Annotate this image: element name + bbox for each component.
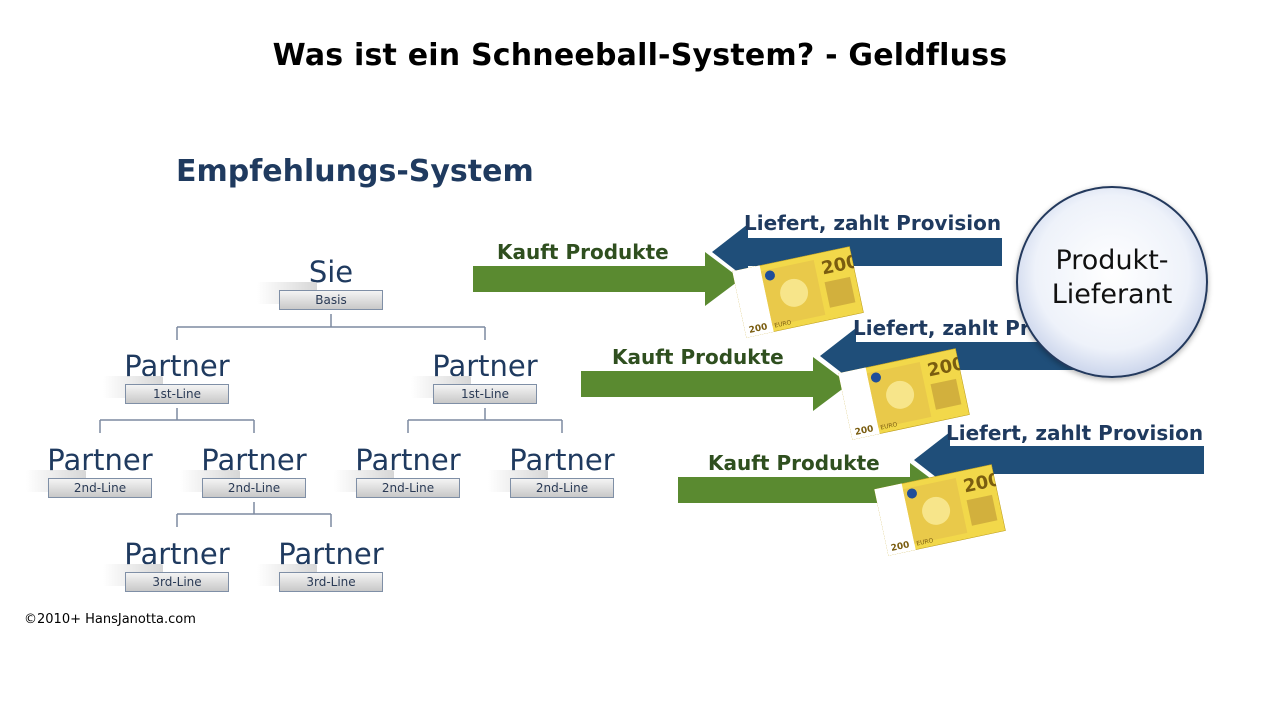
banknote-icon: 200 200 EURO [873,463,1007,557]
pay-label: Liefert, zahlt Provision [744,211,1002,235]
tree-node-3rd-line: Partner 3rd-Line [77,538,277,592]
node-tag: 2nd-Line [334,470,460,498]
tree-node-3rd-line: Partner 3rd-Line [231,538,431,592]
tree-node-2nd-line: Partner 2nd-Line [154,444,354,498]
tree-node-root: Sie Basis [231,256,431,310]
buy-label: Kauft Produkte [612,345,784,369]
buy-label: Kauft Produkte [708,451,880,475]
buy-label: Kauft Produkte [497,240,669,264]
banknote-icon: 200 200 EURO [837,347,971,441]
banknote-icon: 200 200 EURO [731,245,865,339]
node-tag: 2nd-Line [488,470,614,498]
svg-text:200: 200 [854,424,874,438]
node-tag: Basis [257,282,383,310]
supplier-circle: Produkt- Lieferant [1016,186,1208,378]
tree-node-2nd-line: Partner 2nd-Line [462,444,662,498]
node-tag: 2nd-Line [180,470,306,498]
node-tag: 1st-Line [103,376,229,404]
svg-text:EURO: EURO [880,421,898,431]
node-tag: 2nd-Line [26,470,152,498]
tree-node-2nd-line: Partner 2nd-Line [308,444,508,498]
node-tag: 3rd-Line [103,564,229,592]
node-tag: 1st-Line [411,376,537,404]
svg-text:200: 200 [748,322,768,336]
buy-arrow [581,357,849,411]
svg-text:EURO: EURO [774,319,792,329]
tree-node-1st-line: Partner 1st-Line [385,350,585,404]
svg-text:EURO: EURO [916,537,934,547]
buy-arrow [678,463,946,517]
tree-node-2nd-line: Partner 2nd-Line [0,444,200,498]
section-subtitle: Empfehlungs-System [176,154,534,189]
pay-label: Liefert, zahlt Provision [946,421,1204,445]
supplier-label: Produkt- Lieferant [1051,245,1173,310]
tree-node-1st-line: Partner 1st-Line [77,350,277,404]
svg-text:200: 200 [890,540,910,554]
buy-arrow [473,252,741,306]
node-tag: 3rd-Line [257,564,383,592]
copyright-notice: ©2010+ HansJanotta.com [24,612,196,627]
page-title: Was ist ein Schneeball-System? - Geldflu… [272,38,1008,73]
